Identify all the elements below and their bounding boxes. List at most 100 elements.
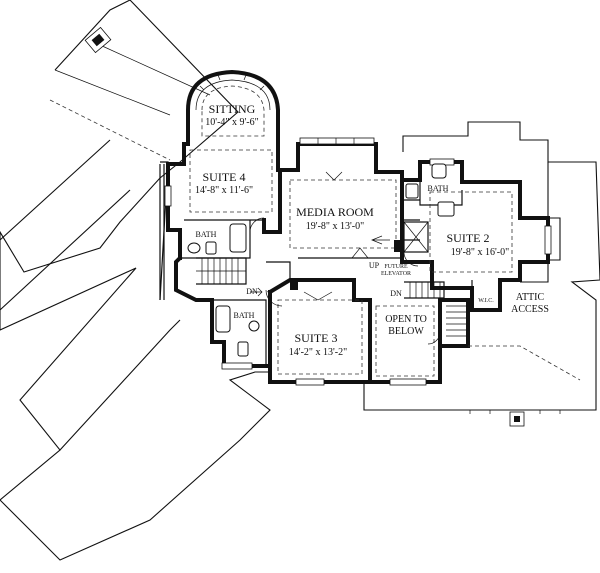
suite2-label: SUITE 2 xyxy=(447,231,490,245)
stair-right xyxy=(446,305,466,337)
ceiling-suite3 xyxy=(277,299,363,375)
sink-1 xyxy=(187,242,201,254)
door-media-bottom xyxy=(351,247,369,259)
bath-label-3: BATH xyxy=(428,184,449,193)
partition-closet xyxy=(404,199,420,241)
elevator-box xyxy=(403,221,429,253)
attic-dots xyxy=(469,410,561,414)
toilet-1 xyxy=(205,241,217,255)
bath3-fixtures xyxy=(405,163,455,217)
windows xyxy=(164,158,552,386)
ceiling-sitting xyxy=(201,85,265,137)
tub-1 xyxy=(229,223,247,253)
ceiling-suite2 xyxy=(429,191,513,273)
door-media-top xyxy=(325,171,343,181)
ceiling-lines xyxy=(49,85,581,381)
roof-hip-1 xyxy=(54,69,171,116)
stair-main-treads xyxy=(409,282,441,298)
window-suite2-right xyxy=(544,225,552,255)
sitting-label: SITTING xyxy=(209,102,256,116)
stair-left-arrow xyxy=(250,287,263,297)
wall-open-below xyxy=(368,298,442,384)
roof-diag-1 xyxy=(0,139,111,241)
tub-2 xyxy=(215,305,231,333)
sink-2 xyxy=(248,320,260,332)
chimney xyxy=(84,26,112,54)
bay-mullion-4 xyxy=(259,85,265,91)
wic-label: W.I.C. xyxy=(478,298,494,304)
roof-outline xyxy=(0,0,600,561)
wall-suite4-right xyxy=(262,142,282,234)
partition-media-suite3 xyxy=(266,261,291,280)
door-suite3 xyxy=(265,289,283,307)
door-suite3-closet xyxy=(303,291,333,301)
vanity-3 xyxy=(437,201,455,217)
stair-left xyxy=(196,257,263,297)
up-label: UP xyxy=(369,261,380,270)
door-suite4-bath xyxy=(249,217,265,233)
ceiling-attic xyxy=(468,345,581,381)
suite3-label: SUITE 3 xyxy=(295,331,338,345)
down-label-main: DN xyxy=(390,289,402,298)
elevator-shaft xyxy=(371,221,429,253)
suite2-dims: 19'-8" x 16'-0" xyxy=(451,247,509,258)
attic-access-line1: ATTIC xyxy=(516,292,545,303)
media-balcony xyxy=(299,137,375,145)
wall-sitting-bay xyxy=(186,69,280,146)
media-room-label: MEDIA ROOM xyxy=(296,205,374,219)
bay-mullion-1 xyxy=(199,85,205,91)
open-to-below-line2: BELOW xyxy=(388,326,424,337)
door-suite2 xyxy=(403,251,419,267)
stair-up-arrow xyxy=(371,235,390,245)
left-wall-strip xyxy=(159,164,165,300)
down-label-left: DN xyxy=(246,287,258,296)
media-room-dims: 19'-8" x 13'-0" xyxy=(306,221,364,232)
suite4-dims: 14'-8" x 11'-6" xyxy=(195,185,253,196)
suite4-label: SUITE 4 xyxy=(203,170,246,184)
bay-window-inner xyxy=(195,79,271,111)
suite3-dims: 14'-2" x 13'-2" xyxy=(289,347,347,358)
wall-media-top xyxy=(278,142,404,174)
window-bath-bottom xyxy=(221,362,253,370)
ceiling-roof-line xyxy=(49,99,171,161)
doors xyxy=(249,171,441,345)
corner-pillar xyxy=(290,280,298,290)
ceiling-open xyxy=(375,305,435,377)
bath-label-2: BATH xyxy=(234,311,255,320)
attic-vent-inner xyxy=(514,416,520,422)
open-to-below-line1: OPEN TO xyxy=(385,314,427,325)
bath2-fixtures xyxy=(215,305,260,357)
wall-stair-right xyxy=(438,298,470,348)
toilet-2 xyxy=(237,341,249,357)
attic-access-line2: ACCESS xyxy=(511,304,549,315)
roof-diag-2 xyxy=(0,189,131,311)
toilet-3 xyxy=(431,163,447,179)
partition-bath2 xyxy=(212,299,267,366)
window-suite4-left xyxy=(164,185,172,207)
elevator-pillar xyxy=(394,240,402,252)
roof-left-lower xyxy=(59,319,181,451)
future-elevator-line2: ELEVATOR xyxy=(381,271,411,277)
bay-mullion-2 xyxy=(217,74,221,81)
window-suite3-bottom xyxy=(295,378,325,386)
chimney-flue xyxy=(91,33,105,47)
partition-upper-closet xyxy=(159,161,169,301)
balcony-rail xyxy=(299,137,375,145)
roof-hip-2 xyxy=(99,44,211,96)
stair-right-treads xyxy=(446,305,466,337)
sitting-dims: 10'-4" x 9'-6" xyxy=(205,117,258,128)
roof-left-wing xyxy=(0,0,271,561)
elevator-cross xyxy=(403,221,429,253)
stair-main-outline xyxy=(404,281,445,299)
roof-upper-edge xyxy=(54,0,131,71)
future-elevator-line1: FUTURE xyxy=(384,264,408,270)
ceiling-suite4 xyxy=(189,149,273,213)
door-open xyxy=(427,331,441,345)
sitting-windows xyxy=(195,74,271,111)
bath-label-1: BATH xyxy=(196,230,217,239)
sink-3 xyxy=(405,183,419,199)
bay-mullion-3 xyxy=(243,74,247,81)
ceiling-media xyxy=(289,179,397,249)
stair-main xyxy=(404,281,445,299)
